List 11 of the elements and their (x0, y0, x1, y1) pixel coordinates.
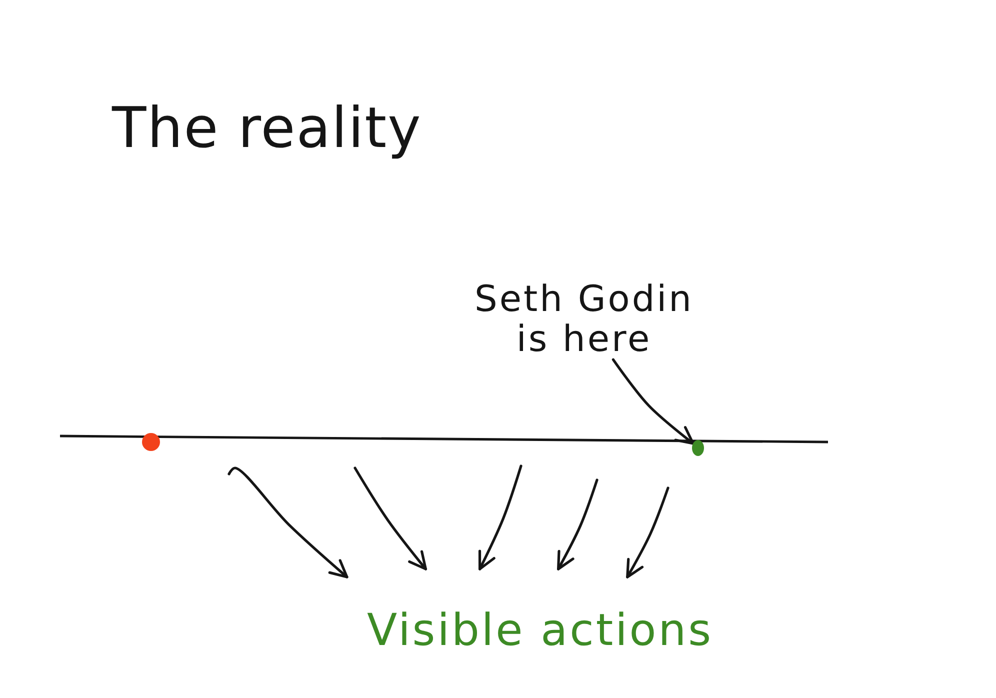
dot-icon (692, 440, 704, 456)
arrow (478, 464, 522, 570)
title: The reality (112, 98, 422, 160)
arrow (228, 466, 348, 578)
arrow (612, 358, 694, 445)
dot-icon (142, 433, 160, 451)
arrow (626, 486, 670, 578)
callout-text: Seth Godin is here (464, 280, 704, 360)
arrow (557, 478, 598, 570)
arrow (354, 466, 427, 570)
annotation-text: Visible actions (350, 607, 730, 656)
